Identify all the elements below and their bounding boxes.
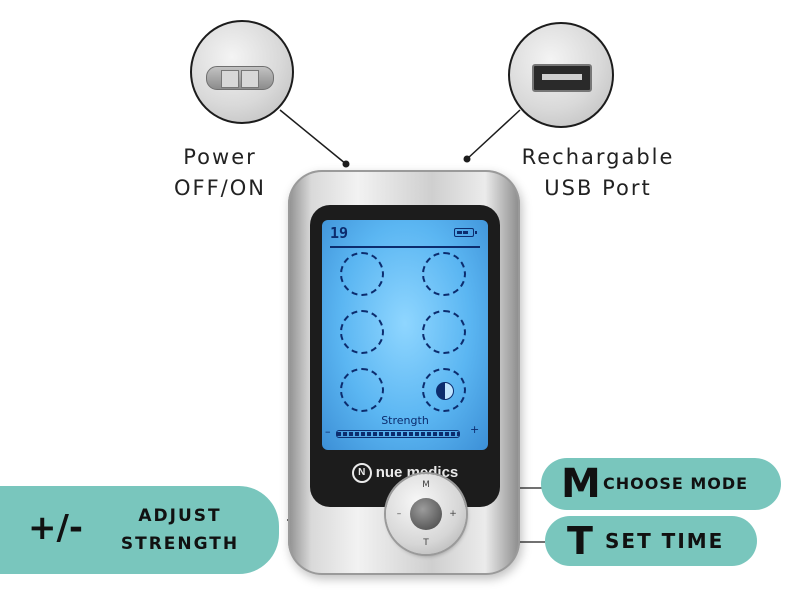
strength-label: Strength: [381, 414, 429, 427]
usb-port-icon: [532, 64, 592, 92]
choose-mode-text: CHOOSE MODE: [603, 474, 749, 493]
lcd-screen: 19 Strength – +: [322, 220, 488, 450]
battery-icon: [454, 228, 477, 237]
plus-minus-symbol: +/-: [28, 508, 84, 548]
center-button[interactable]: [410, 498, 442, 530]
set-time-label: T SET TIME: [545, 516, 757, 566]
lcd-divider: [330, 246, 480, 248]
mode-icon-6: [422, 368, 466, 412]
mode-icon-3: [340, 310, 384, 354]
time-readout: 19: [330, 224, 349, 242]
usb-port-callout: [508, 22, 614, 128]
mode-button[interactable]: M: [422, 480, 430, 490]
strength-up-button[interactable]: +: [449, 509, 457, 519]
choose-mode-label: M CHOOSE MODE: [541, 458, 781, 510]
mode-icon-2: [422, 252, 466, 296]
brand-logo-icon: N: [351, 463, 372, 483]
adjust-strength-label: +/- ADJUST STRENGTH: [0, 486, 279, 574]
strength-down-button[interactable]: –: [396, 509, 402, 519]
yin-yang-icon: [436, 382, 454, 400]
strength-minus: –: [325, 425, 331, 438]
time-letter: T: [567, 519, 593, 563]
mode-icon-1: [340, 252, 384, 296]
power-label: Power OFF/ON: [173, 145, 266, 200]
mode-letter: M: [561, 461, 601, 507]
strength-plus: +: [470, 423, 480, 436]
strength-bar: [336, 430, 460, 438]
time-button[interactable]: T: [423, 538, 429, 548]
power-switch-callout: [190, 20, 294, 124]
control-pad[interactable]: M – + T: [386, 474, 466, 554]
adjust-strength-text: ADJUST STRENGTH: [120, 506, 240, 554]
mode-icon-5: [340, 368, 384, 412]
set-time-text: SET TIME: [605, 529, 725, 553]
usb-label: Rechargable USB Port: [521, 145, 675, 200]
power-switch-icon: [206, 66, 274, 90]
mode-icon-4: [422, 310, 466, 354]
